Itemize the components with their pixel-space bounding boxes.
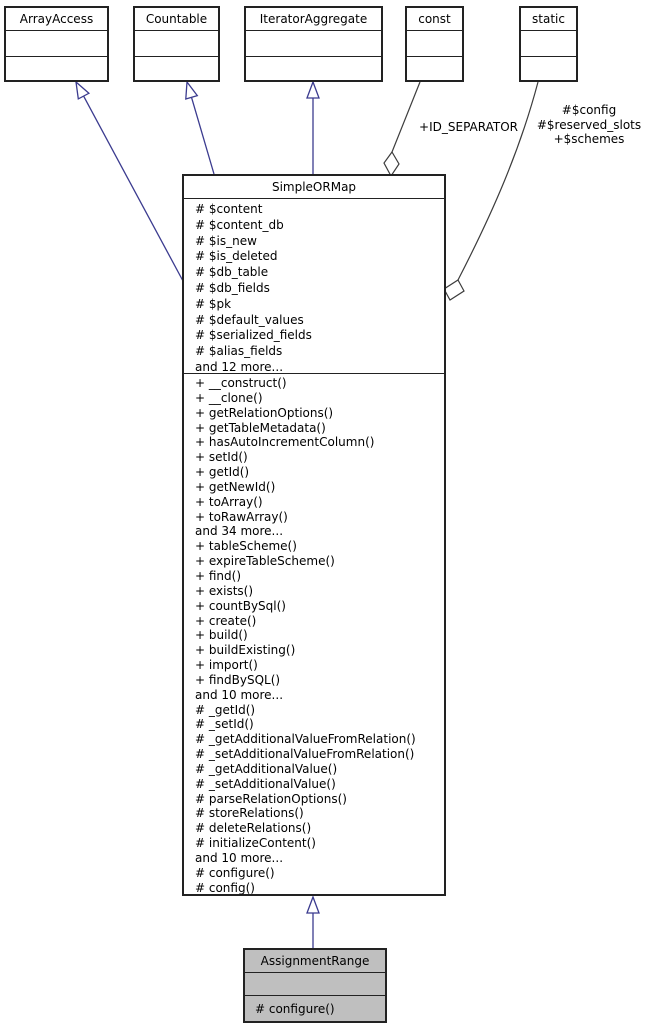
method-row: # _getAdditionalValue() bbox=[195, 761, 338, 776]
methods-compartment bbox=[407, 57, 462, 79]
class-name: const bbox=[407, 8, 462, 31]
method-row: + expireTableScheme() bbox=[195, 554, 335, 569]
class-name: SimpleORMap bbox=[184, 176, 444, 199]
method-row: # deleteRelations() bbox=[195, 821, 312, 836]
attributes-compartment bbox=[246, 31, 381, 57]
method-row: and 34 more... bbox=[195, 524, 284, 539]
class-node-static: static bbox=[519, 6, 578, 82]
method-row: + countBySql() bbox=[195, 598, 286, 613]
method-row: # _setAdditionalValueFromRelation() bbox=[195, 747, 415, 762]
attributes-compartment bbox=[407, 31, 462, 57]
class-node-arrayaccess[interactable]: ArrayAccess bbox=[4, 6, 109, 82]
method-row: and 10 more... bbox=[195, 687, 284, 702]
method-row: # storeRelations() bbox=[195, 806, 304, 821]
class-name: Countable bbox=[135, 8, 218, 31]
method-row: + hasAutoIncrementColumn() bbox=[195, 435, 375, 450]
method-row: + import() bbox=[195, 658, 258, 673]
attribute-row: and 12 more... bbox=[195, 359, 284, 374]
class-name: AssignmentRange bbox=[245, 950, 385, 973]
inheritance-arrowhead-icon bbox=[185, 80, 199, 100]
attribute-row: # $default_values bbox=[195, 312, 304, 327]
edge-label-line: #$config bbox=[561, 103, 617, 117]
attributes-compartment bbox=[135, 31, 218, 57]
aggregation-edge-label-static: #$config#$reserved_slots+$schemes bbox=[528, 103, 650, 147]
method-row: # config() bbox=[195, 880, 255, 895]
methods-compartment bbox=[6, 57, 107, 79]
aggregation-diamond-icon bbox=[383, 150, 400, 178]
methods-compartment bbox=[246, 57, 381, 79]
method-row: # configure() bbox=[195, 865, 275, 880]
methods-compartment: + __construct()+ __clone()+ getRelationO… bbox=[184, 374, 444, 896]
inheritance-edge-arrayaccess bbox=[75, 80, 184, 282]
aggregation-edge-static bbox=[443, 81, 539, 301]
attributes-compartment bbox=[521, 31, 576, 57]
class-node-simpleormap[interactable]: SimpleORMap # $content# $content_db# $is… bbox=[182, 174, 446, 896]
method-row: + setId() bbox=[195, 450, 248, 465]
edge-label-line: #$reserved_slots bbox=[536, 117, 642, 132]
method-row: + getTableMetadata() bbox=[195, 420, 326, 435]
method-row: # initializeContent() bbox=[195, 836, 316, 851]
class-node-countable[interactable]: Countable bbox=[133, 6, 220, 82]
attribute-row: # $is_new bbox=[195, 233, 257, 248]
method-row: + create() bbox=[195, 613, 257, 628]
method-row: and 10 more... bbox=[195, 851, 284, 865]
class-name: static bbox=[521, 8, 576, 31]
attributes-compartment bbox=[245, 973, 385, 996]
inheritance-edge-iteratoraggregate bbox=[306, 80, 320, 174]
method-row: + build() bbox=[195, 628, 248, 643]
class-node-const: const bbox=[405, 6, 464, 82]
method-row: # configure() bbox=[255, 1002, 335, 1016]
method-row: # _getAdditionalValueFromRelation() bbox=[195, 732, 416, 747]
inheritance-edge-countable bbox=[185, 80, 215, 175]
inheritance-arrowhead-icon bbox=[75, 80, 91, 100]
method-row: + getId() bbox=[195, 465, 250, 480]
method-row: + find() bbox=[195, 568, 242, 583]
inheritance-arrowhead-icon bbox=[306, 895, 320, 914]
attribute-row: # $db_table bbox=[195, 265, 269, 280]
aggregation-edge-label-const: +ID_SEPARATOR bbox=[419, 120, 518, 134]
method-row: + findBySQL() bbox=[195, 672, 281, 687]
method-row: + getNewId() bbox=[195, 479, 276, 494]
method-row: + exists() bbox=[195, 583, 254, 598]
inheritance-edge-assignmentrange bbox=[306, 895, 320, 948]
method-row: + tableScheme() bbox=[195, 539, 297, 554]
inheritance-arrowhead-icon bbox=[306, 80, 320, 99]
attributes-compartment bbox=[6, 31, 107, 57]
method-row: + __construct() bbox=[195, 376, 287, 390]
class-name: ArrayAccess bbox=[6, 8, 107, 31]
method-row: + buildExisting() bbox=[195, 643, 296, 658]
methods-compartment bbox=[521, 57, 576, 79]
methods-compartment bbox=[135, 57, 218, 79]
method-row: + getRelationOptions() bbox=[195, 405, 334, 420]
attribute-row: # $content_db bbox=[195, 217, 284, 232]
class-node-assignmentrange[interactable]: AssignmentRange # configure() bbox=[243, 948, 387, 1023]
methods-compartment: # configure() bbox=[245, 996, 385, 1020]
attribute-row: # $alias_fields bbox=[195, 344, 283, 359]
method-row: # _getId() bbox=[195, 702, 256, 717]
attribute-row: # $content bbox=[195, 202, 263, 216]
method-row: # _setAdditionalValue() bbox=[195, 776, 336, 791]
method-row: + toArray() bbox=[195, 494, 263, 509]
class-node-iteratoraggregate[interactable]: IteratorAggregate bbox=[244, 6, 383, 82]
attribute-row: # $pk bbox=[195, 296, 232, 311]
edge-label-line: +$schemes bbox=[553, 132, 625, 146]
method-row: # _setId() bbox=[195, 717, 254, 732]
method-row: + __clone() bbox=[195, 390, 263, 405]
method-row: # parseRelationOptions() bbox=[195, 791, 347, 806]
aggregation-diamond-icon bbox=[443, 279, 465, 301]
attribute-row: # $is_deleted bbox=[195, 249, 278, 264]
attribute-row: # $serialized_fields bbox=[195, 328, 312, 343]
class-name: IteratorAggregate bbox=[246, 8, 381, 31]
attributes-compartment: # $content# $content_db# $is_new# $is_de… bbox=[184, 199, 444, 374]
method-row: + toRawArray() bbox=[195, 509, 288, 524]
attribute-row: # $db_fields bbox=[195, 280, 270, 295]
